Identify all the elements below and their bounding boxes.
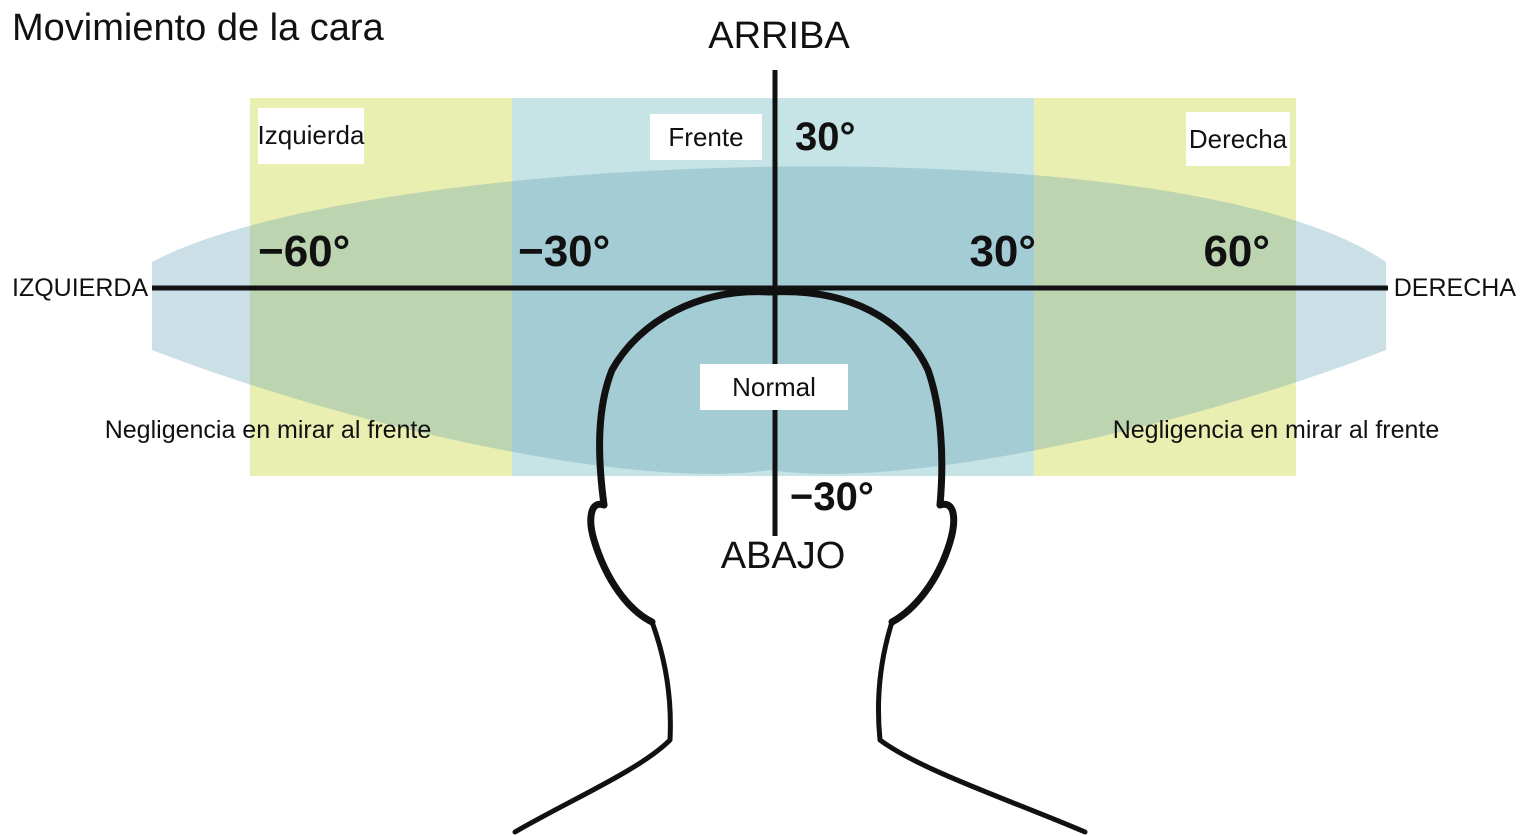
angle-right-60: 60°: [1203, 227, 1270, 276]
angle-left-60: −60°: [258, 227, 350, 276]
angle-left-30: −30°: [518, 227, 610, 276]
axis-label-down: ABAJO: [721, 535, 846, 577]
axis-label-right: DERECHA: [1394, 274, 1517, 302]
angle-right-30: 30°: [969, 227, 1036, 276]
axis-label-up: ARRIBA: [708, 15, 850, 57]
angle-up-30: 30°: [795, 115, 856, 159]
note-right: Negligencia en mirar al frente: [1113, 416, 1440, 444]
zone-label-normal: Normal: [732, 372, 816, 402]
note-left: Negligencia en mirar al frente: [105, 416, 432, 444]
zone-label-front: Frente: [668, 122, 743, 152]
angle-down-30: −30°: [790, 475, 874, 519]
zone-label-left: Izquierda: [258, 120, 365, 150]
axis-label-left: IZQUIERDA: [12, 274, 148, 302]
diagram-title: Movimiento de la cara: [12, 7, 385, 49]
zone-label-right: Derecha: [1189, 124, 1288, 154]
